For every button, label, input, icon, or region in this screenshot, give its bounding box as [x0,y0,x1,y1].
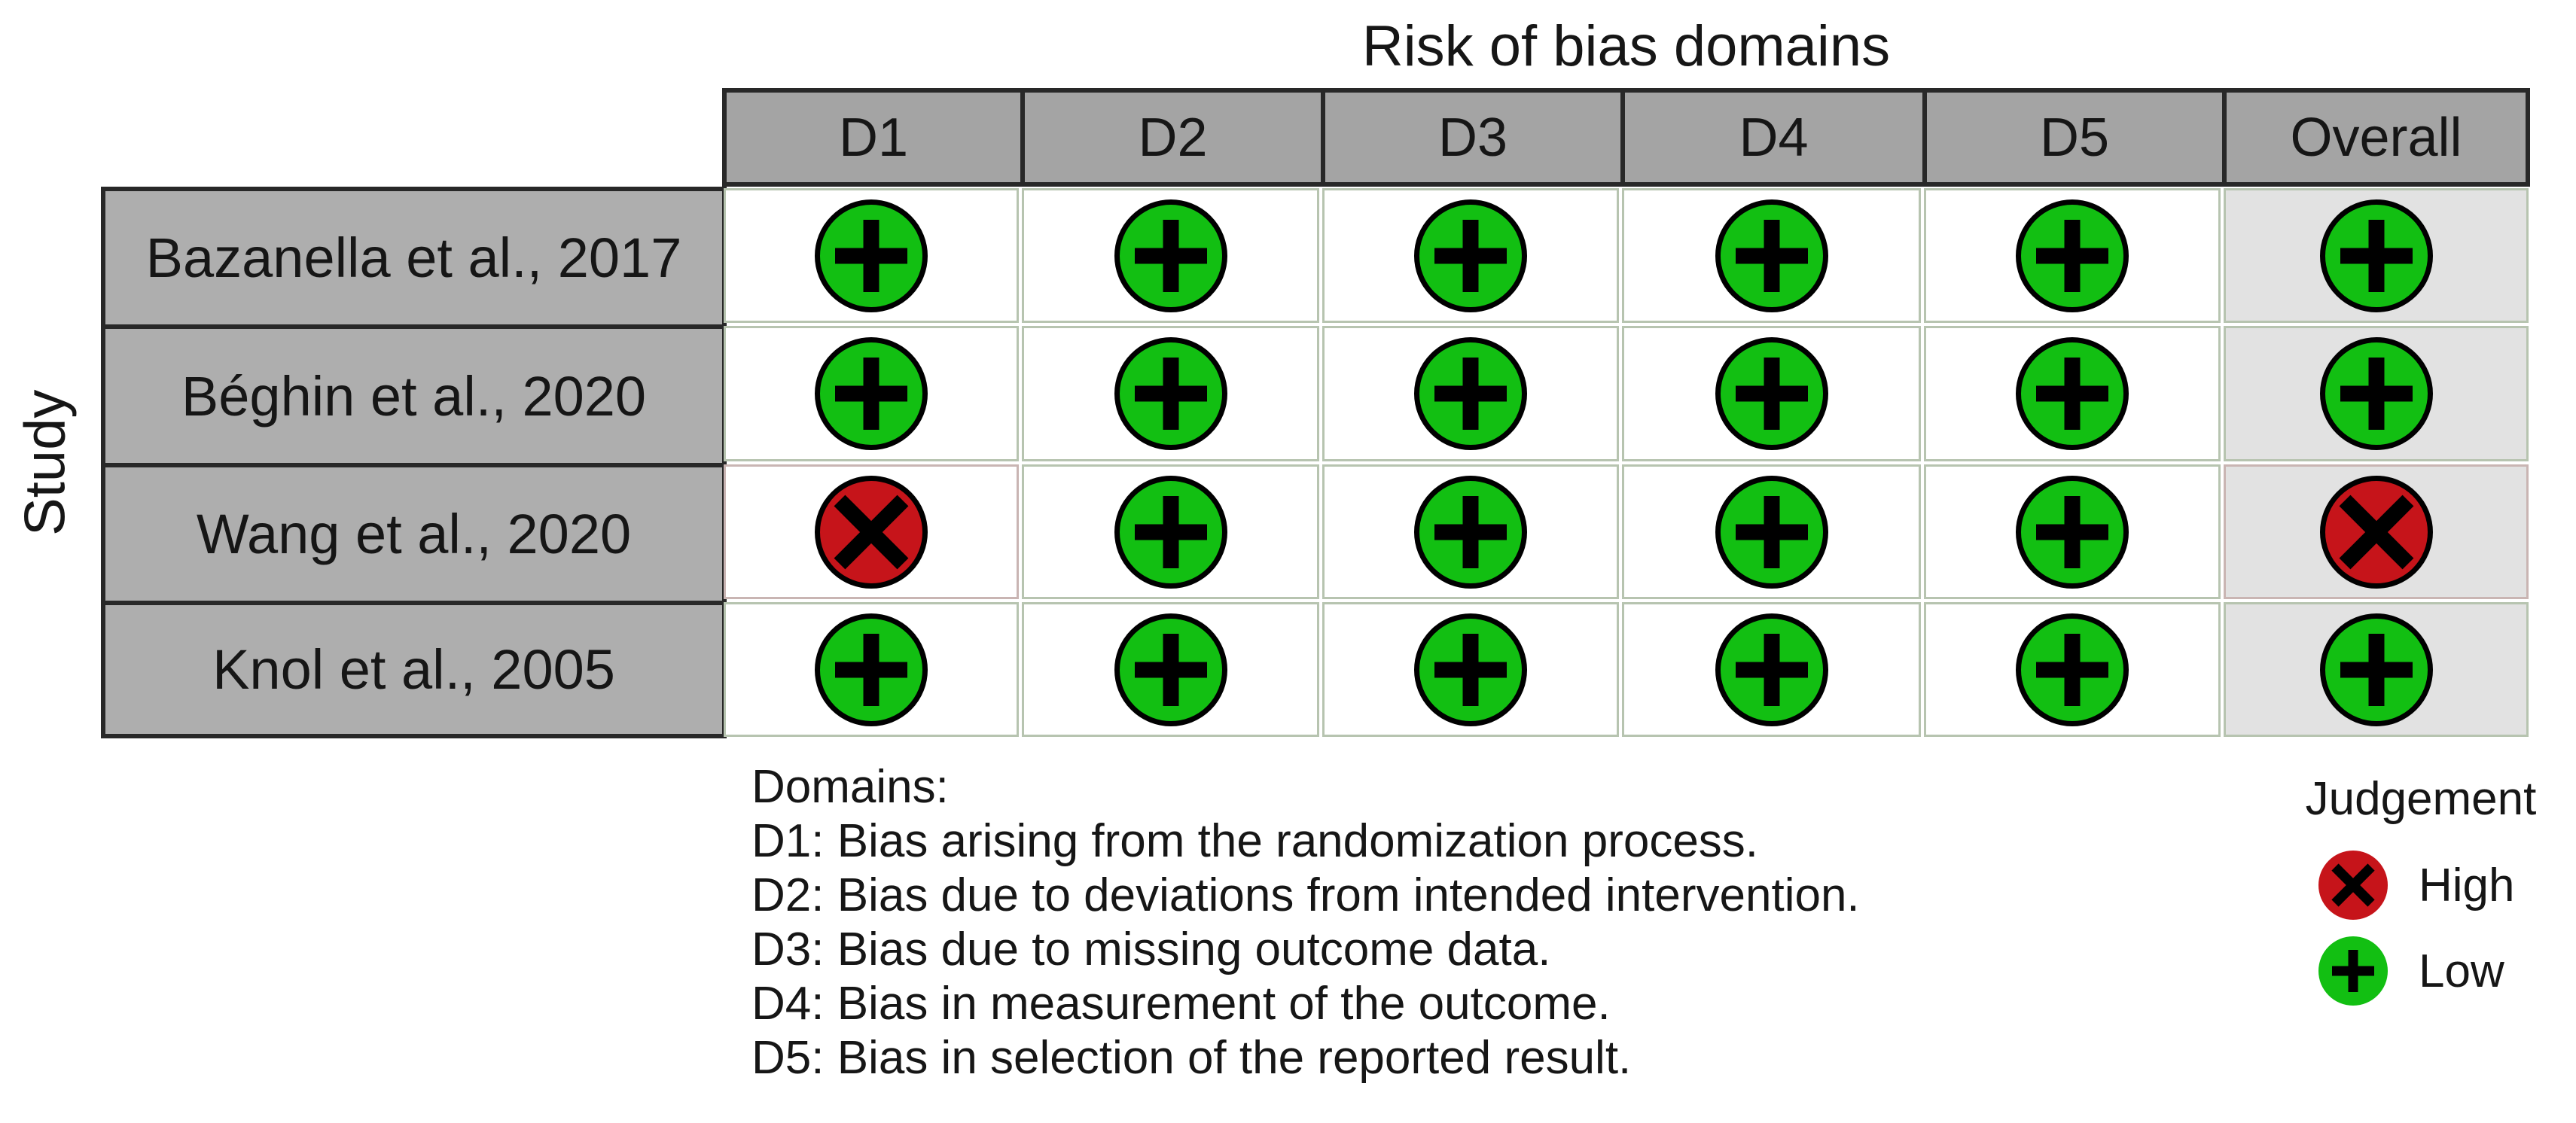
domains-note-heading: Domains: [751,761,949,813]
rob-cell-4-d4 [1622,602,1921,737]
low-risk-icon [1715,613,1828,726]
low-risk-icon [1414,337,1527,450]
low-risk-icon [2319,337,2433,450]
low-risk-icon [2016,475,2129,589]
low-risk-icon [1114,199,1227,312]
low-risk-icon [2318,936,2388,1006]
low-risk-icon [1715,475,1828,589]
low-risk-icon [2016,337,2129,450]
domains-note-item: D2: Bias due to deviations from intended… [751,869,1860,921]
low-risk-icon [1114,475,1227,589]
judgement-legend-title: Judgement [2305,773,2537,825]
study-label: Bazanella et al., 2017 [101,187,727,329]
column-header-d4: D4 [1620,88,1927,187]
rob-cell-2-d1 [724,326,1019,461]
rob-cell-3-d5 [1924,464,2221,599]
rob-cell-4-d5 [1924,602,2221,737]
domains-note-item: D1: Bias arising from the randomization … [751,815,1759,867]
low-risk-icon [1414,199,1527,312]
domains-note-item: D4: Bias in measurement of the outcome. [751,978,1611,1030]
domains-note-item: D5: Bias in selection of the reported re… [751,1032,1632,1084]
domains-note: Domains: D1: Bias arising from the rando… [751,760,1860,1085]
column-header-overall: Overall [2222,88,2530,187]
rob-cell-2-d5 [1924,326,2221,461]
column-header-d2: D2 [1020,88,1325,187]
column-header-d3: D3 [1321,88,1625,187]
low-risk-icon [815,337,928,450]
high-risk-icon [2318,851,2388,920]
rob-cell-4-d3 [1322,602,1619,737]
rob-cell-3-d3 [1322,464,1619,599]
rob-cell-3-overall [2224,464,2529,599]
rob-cell-1-d1 [724,188,1019,323]
study-label: Béghin et al., 2020 [101,324,727,467]
rob-cell-2-d4 [1622,326,1921,461]
rob-cell-4-d2 [1022,602,1319,737]
rob-cell-1-d3 [1322,188,1619,323]
rob-cell-4-overall [2224,602,2529,737]
rob-cell-1-d2 [1022,188,1319,323]
low-risk-icon [1715,337,1828,450]
column-header-d1: D1 [722,88,1025,187]
low-risk-icon [1114,337,1227,450]
rob-cell-2-d3 [1322,326,1619,461]
domains-note-item: D3: Bias due to missing outcome data. [751,924,1551,975]
low-risk-icon [2319,613,2433,726]
low-risk-icon [1414,475,1527,589]
low-risk-icon [2016,613,2129,726]
study-label: Wang et al., 2020 [101,463,727,605]
legend-low-icon [2318,936,2389,1006]
rob-cell-1-overall [2224,188,2529,323]
high-risk-icon [815,475,928,589]
low-risk-icon [2319,199,2433,312]
legend-high-icon [2318,850,2389,921]
rob-cell-2-overall [2224,326,2529,461]
low-risk-icon [815,199,928,312]
legend-label-low: Low [2419,945,2504,997]
rob-cell-3-d1 [724,464,1019,599]
rob-cell-1-d5 [1924,188,2221,323]
high-risk-icon [2319,475,2433,589]
low-risk-icon [1715,199,1828,312]
rob-cell-3-d2 [1022,464,1319,599]
low-risk-icon [1114,613,1227,726]
column-header-d5: D5 [1922,88,2227,187]
legend-label-high: High [2419,859,2515,911]
low-risk-icon [1414,613,1527,726]
figure-title: Risk of bias domains [1361,14,1891,78]
low-risk-icon [815,613,928,726]
rob-cell-2-d2 [1022,326,1319,461]
low-risk-icon [2016,199,2129,312]
rob-cell-1-d4 [1622,188,1921,323]
rob-cell-4-d1 [724,602,1019,737]
rob-cell-3-d4 [1622,464,1921,599]
study-label: Knol et al., 2005 [101,601,727,738]
